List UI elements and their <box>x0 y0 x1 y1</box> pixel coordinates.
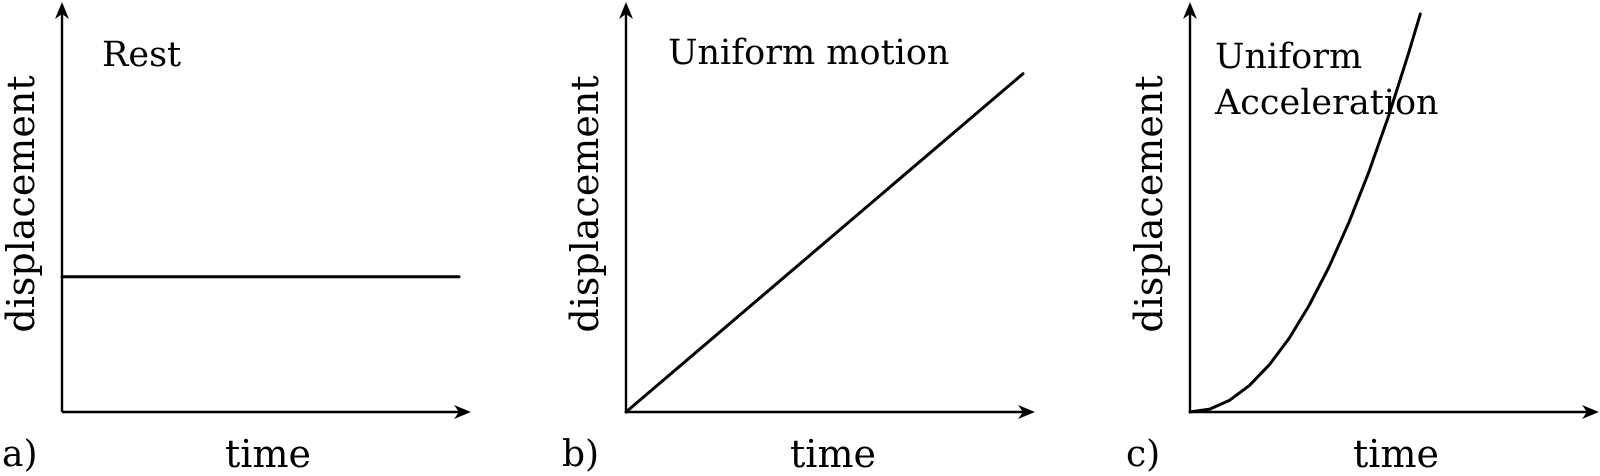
panel-a-y-arrow <box>55 2 69 19</box>
panel-b-title: Uniform motion <box>668 33 949 73</box>
panel-c-ylabel: displacement <box>1127 75 1171 332</box>
panel-c-y-arrow <box>1183 2 1197 19</box>
panel-a-letter: a) <box>2 434 38 475</box>
panel-b-letter: b) <box>562 434 599 475</box>
title-line: Uniform <box>1215 37 1362 77</box>
panel-a-title: Rest <box>102 35 181 75</box>
panel-c-letter: c) <box>1126 434 1160 475</box>
panel-b-y-arrow <box>619 2 633 19</box>
panel-a-x-arrow <box>454 405 471 419</box>
panel-c-xlabel: time <box>1353 432 1439 476</box>
panel-a-xlabel: time <box>225 432 311 476</box>
panel-a-ylabel: displacement <box>0 75 43 332</box>
panel-b-series-line <box>624 72 1025 414</box>
panel-c-series-line <box>1188 12 1422 414</box>
panel-c-x-arrow <box>1582 405 1599 419</box>
panel-b-xlabel: time <box>790 432 876 476</box>
panel-a: Rest time displacement a) <box>0 2 471 476</box>
panel-b-x-arrow <box>1018 405 1035 419</box>
panel-b-ylabel: displacement <box>563 75 607 332</box>
panel-b: Uniform motion time displacement b) <box>562 2 1035 476</box>
title-line: Acceleration <box>1214 83 1439 123</box>
